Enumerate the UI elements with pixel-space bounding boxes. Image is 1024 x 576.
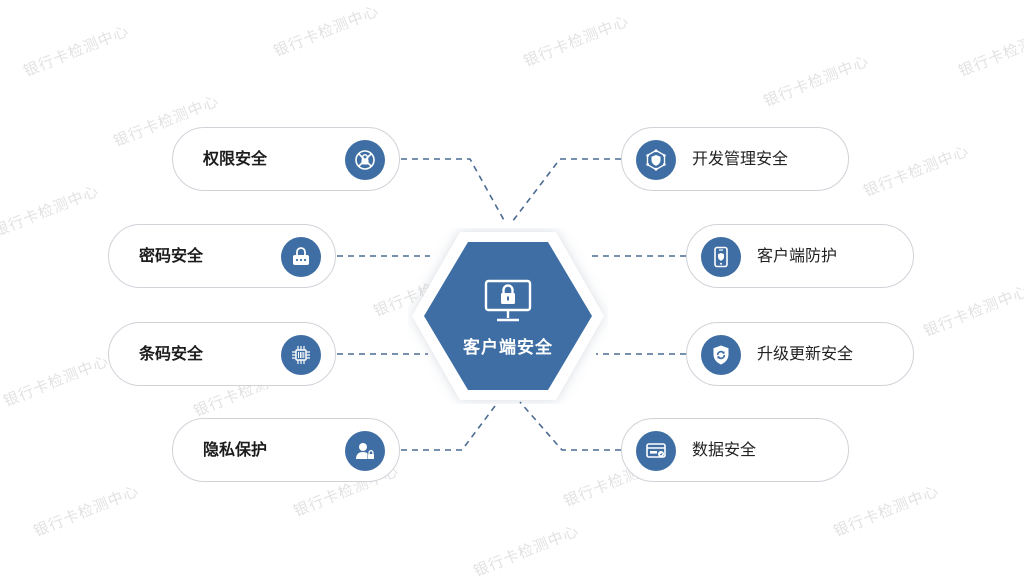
item-label: 隐私保护 bbox=[203, 440, 268, 459]
card-reader-icon bbox=[636, 431, 676, 471]
item-permission-security: 权限安全 bbox=[172, 127, 400, 191]
item-label: 数据安全 bbox=[692, 440, 757, 459]
connector-line bbox=[519, 401, 621, 451]
item-label: 权限安全 bbox=[203, 149, 268, 168]
item-barcode-security: 条码安全 bbox=[108, 322, 336, 386]
person-lock-icon bbox=[345, 431, 385, 471]
phone-shield-icon bbox=[701, 237, 741, 277]
item-label: 密码安全 bbox=[139, 246, 204, 265]
center-title: 客户端安全 bbox=[463, 338, 553, 358]
item-label: 开发管理安全 bbox=[692, 149, 789, 168]
item-client-protection: 客户端防护 bbox=[686, 224, 914, 288]
item-privacy-protection: 隐私保护 bbox=[172, 418, 400, 482]
item-label: 升级更新安全 bbox=[757, 344, 854, 363]
monitor-lock-icon bbox=[482, 277, 534, 325]
hexagon-shield-network-icon bbox=[636, 140, 676, 180]
item-label: 条码安全 bbox=[139, 344, 204, 363]
chip-barcode-icon bbox=[281, 335, 321, 375]
connector-line bbox=[511, 158, 621, 223]
padlock-password-icon bbox=[281, 237, 321, 277]
lock-blocked-icon bbox=[345, 140, 385, 180]
connector-line bbox=[401, 158, 506, 223]
shield-refresh-icon bbox=[701, 335, 741, 375]
item-password-security: 密码安全 bbox=[108, 224, 336, 288]
item-label: 客户端防护 bbox=[757, 246, 838, 265]
item-data-security: 数据安全 bbox=[621, 418, 849, 482]
item-upgrade-security: 升级更新安全 bbox=[686, 322, 914, 386]
item-dev-management-security: 开发管理安全 bbox=[621, 127, 849, 191]
connector-line bbox=[401, 401, 499, 451]
